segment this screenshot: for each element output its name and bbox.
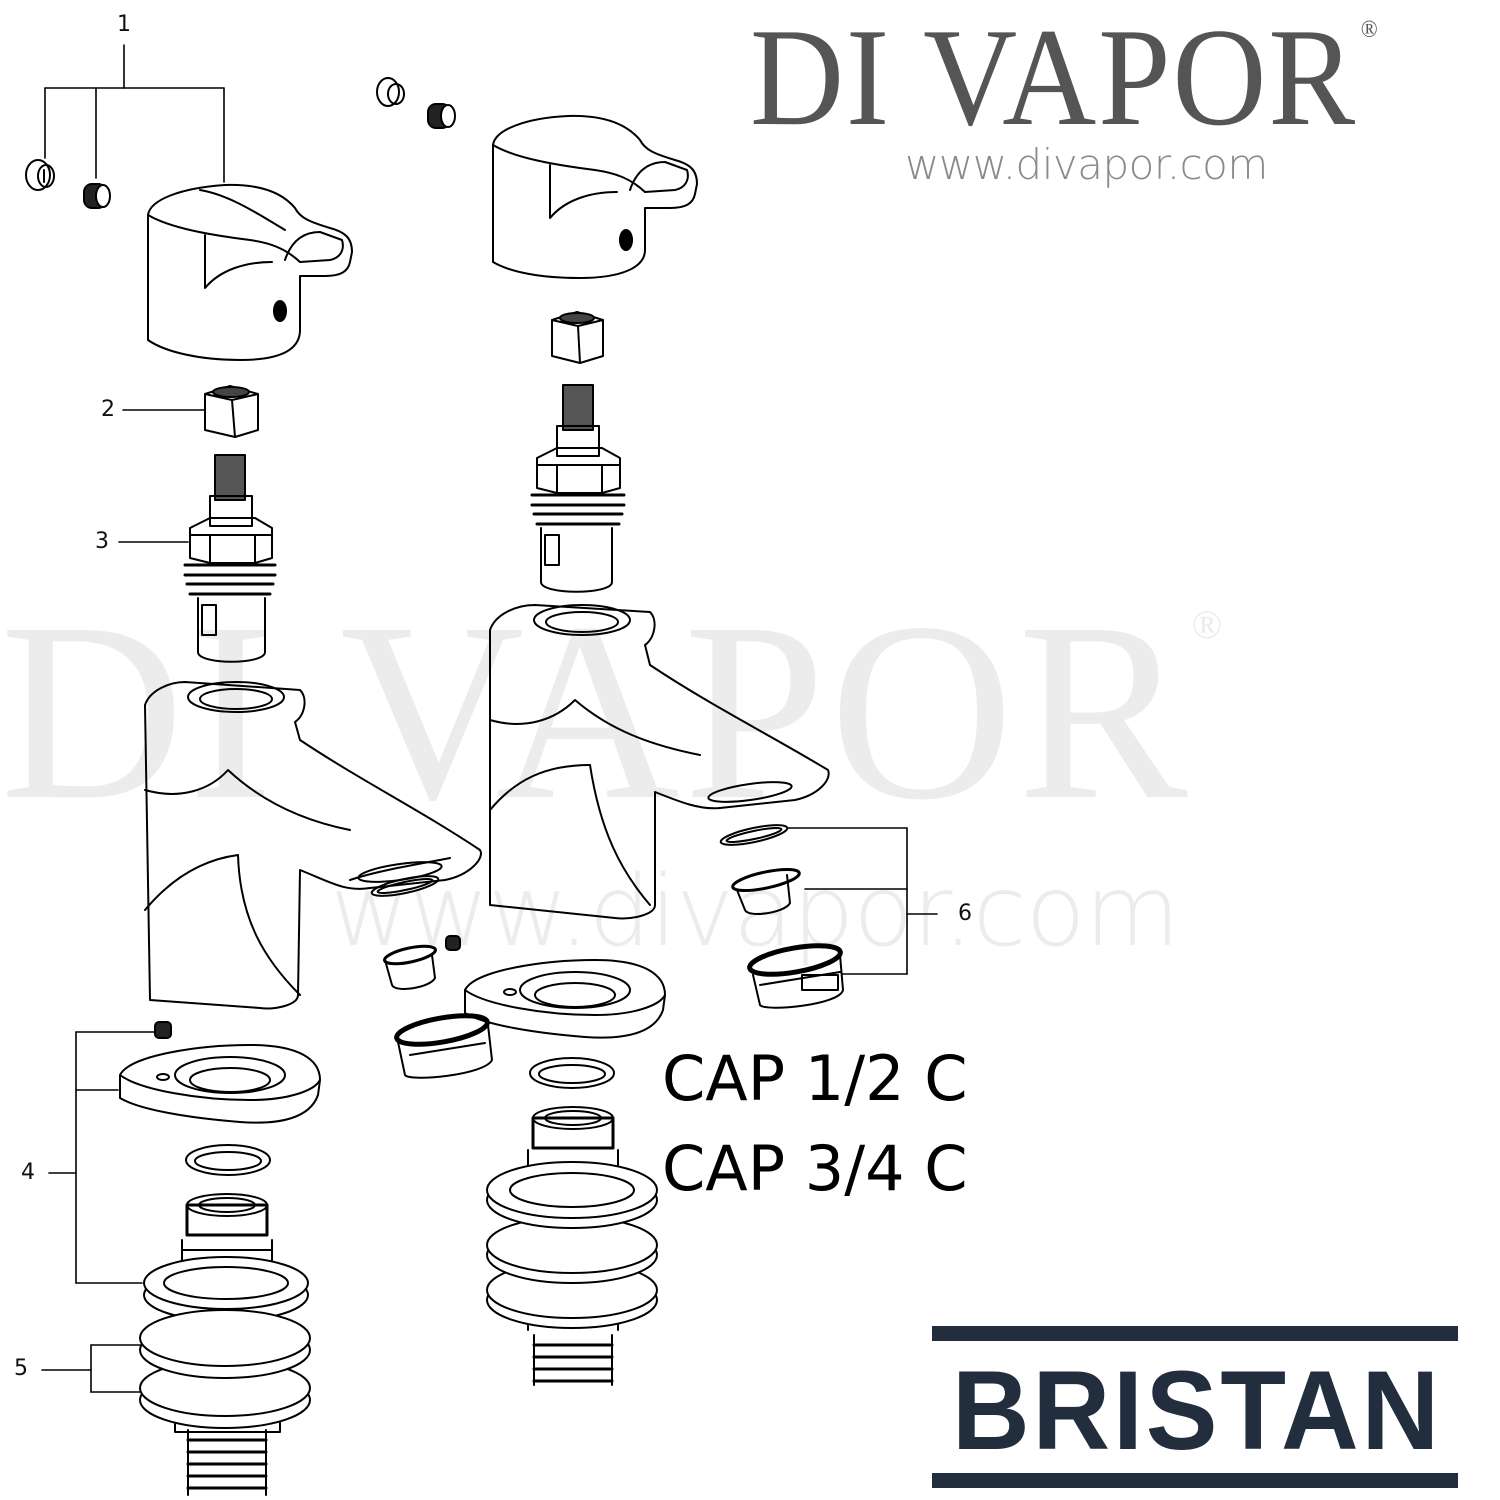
callout-6: 6 — [958, 901, 972, 926]
right-seal-ring-icon — [529, 1057, 615, 1089]
divapor-logo: DI VAPOR® — [750, 8, 1380, 148]
base-grub-screw-icon — [154, 1021, 172, 1039]
right-aerator-parts-icon — [719, 824, 844, 1009]
left-backnut-washer-icon — [143, 1256, 309, 1322]
model-number-1: CAP 1/2 C — [662, 1042, 968, 1115]
grub-screw-icon — [83, 183, 111, 209]
callout-5: 5 — [14, 1356, 28, 1381]
brand-bar-bottom — [932, 1473, 1458, 1488]
logo-url-link[interactable]: www.divapor.com — [905, 140, 1268, 189]
left-cartridge-icon — [183, 454, 277, 663]
left-aerator-parts-icon — [370, 875, 493, 1079]
right-handle-icon — [492, 114, 698, 279]
watermark-registered-mark: ® — [1191, 602, 1227, 647]
right-washers-icon — [486, 1161, 658, 1329]
brand-bar-top — [932, 1326, 1458, 1341]
left-base-plate-icon — [119, 1044, 321, 1124]
fixing-washers-icon — [139, 1309, 311, 1429]
callout-4-leader — [48, 1031, 156, 1284]
right-cartridge-icon — [530, 384, 626, 593]
right-adaptor-nut-icon — [551, 311, 604, 364]
model-number-2: CAP 3/4 C — [662, 1132, 968, 1205]
right-index-cap-icon — [376, 77, 405, 107]
callout-5-leader — [41, 1344, 141, 1393]
callout-3: 3 — [95, 529, 109, 554]
right-tap-body-icon — [489, 604, 830, 920]
callout-4: 4 — [21, 1160, 35, 1185]
right-grub-screw-icon — [427, 103, 456, 129]
callout-1: 1 — [117, 12, 131, 37]
left-tap-body-icon — [144, 681, 482, 1010]
callout-2: 2 — [101, 397, 115, 422]
logo-title: DI VAPOR — [750, 0, 1358, 155]
registered-mark: ® — [1360, 17, 1380, 43]
left-handle-icon — [147, 183, 353, 361]
right-tap-assembly — [376, 77, 938, 1386]
right-base-plate-icon — [464, 959, 666, 1039]
bristan-logo: BRISTAN — [952, 1348, 1443, 1473]
index-cap-icon — [25, 159, 55, 191]
callout-1-leader — [44, 44, 225, 183]
left-tap-assembly — [25, 44, 493, 1496]
callout-6-leader — [787, 827, 938, 975]
adaptor-nut-icon — [204, 385, 259, 438]
left-seal-ring-icon — [185, 1144, 271, 1176]
